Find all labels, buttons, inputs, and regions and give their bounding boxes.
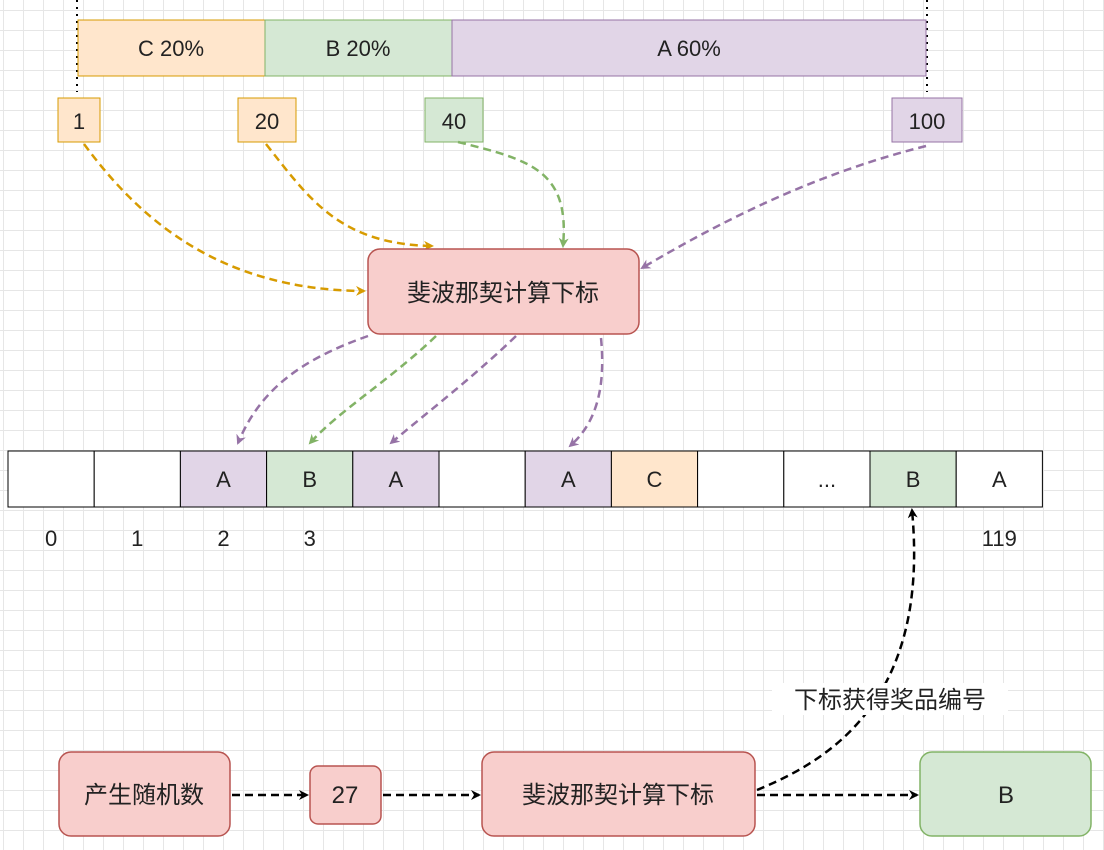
probability-bar: C 20% B 20% A 60% [77, 19, 927, 77]
marker-20: 20 [237, 97, 297, 143]
array-cell-label: A [389, 467, 404, 492]
array-cell: A [524, 450, 612, 508]
edge-label-text: 下标获得奖品编号 [794, 686, 986, 714]
marker-20-label: 20 [255, 109, 279, 134]
array-indices: 0 1 2 3 119 [45, 526, 1017, 551]
arrow-from-40 [457, 140, 569, 248]
output-arrows [236, 334, 604, 448]
prize-array: A B A A C... B A [7, 450, 1043, 508]
arrow-to-cell-4 [389, 335, 517, 445]
array-cell-label: B [302, 467, 317, 492]
array-cell [93, 450, 181, 508]
array-cell-label: B [906, 467, 921, 492]
array-cell: A [179, 450, 268, 508]
array-cell [438, 450, 526, 508]
arrow-from-20 [265, 143, 434, 251]
arrow-from-100 [640, 144, 927, 270]
marker-100: 100 [891, 97, 963, 143]
array-index-label: 3 [304, 526, 316, 551]
array-cell [7, 450, 95, 508]
marker-1-label: 1 [73, 109, 85, 134]
arrow-from-1 [82, 143, 366, 296]
array-cell: B [869, 450, 957, 508]
array-cell-label: C [647, 467, 663, 492]
random-value-label: 27 [332, 782, 359, 809]
array-cell: B [266, 450, 354, 508]
array-cell-label: A [992, 467, 1007, 492]
fibonacci-index-box-bottom: 斐波那契计算下标 [481, 751, 756, 837]
marker-40-label: 40 [442, 109, 466, 134]
array-cell [697, 450, 785, 508]
prob-segment-c: C 20% [77, 19, 266, 77]
array-index-label: 2 [217, 526, 229, 551]
arrow-to-cell-6 [568, 337, 604, 448]
array-cell-label: A [216, 467, 231, 492]
result-prize-box: B [919, 751, 1092, 837]
fibonacci-index-box: 斐波那契计算下标 [367, 248, 640, 335]
arrow-to-cell-3 [308, 335, 437, 445]
fibonacci-index-bottom-label: 斐波那契计算下标 [522, 781, 714, 809]
random-number-box: 产生随机数 [58, 751, 231, 837]
array-cell: ... [783, 450, 871, 508]
array-index-label: 1 [131, 526, 143, 551]
array-cell-label: A [561, 467, 576, 492]
result-prize-label: B [998, 782, 1014, 809]
prob-segment-a-label: A 60% [657, 36, 721, 61]
fibonacci-index-label: 斐波那契计算下标 [407, 279, 599, 307]
marker-1: 1 [57, 97, 101, 143]
arrow-fib-to-array [756, 508, 918, 792]
array-cell: C [610, 450, 699, 508]
random-number-label: 产生随机数 [84, 781, 204, 809]
marker-100-label: 100 [909, 109, 946, 134]
prob-segment-b-label: B 20% [326, 36, 391, 61]
input-arrows [82, 140, 927, 296]
marker-40: 40 [424, 97, 484, 143]
arrow-to-cell-2 [236, 334, 369, 445]
flow-arrows [232, 508, 919, 800]
range-bracket [76, 0, 928, 92]
prob-segment-c-label: C 20% [138, 36, 204, 61]
random-value-box: 27 [309, 765, 382, 825]
boundary-markers: 1 20 40 100 [57, 97, 963, 143]
array-cell: A [352, 450, 440, 508]
array-index-label: 0 [45, 526, 57, 551]
array-cell: A [955, 450, 1043, 508]
prob-segment-b: B 20% [264, 19, 453, 77]
array-index-label: 119 [982, 526, 1017, 551]
array-cell-label: ... [818, 467, 836, 492]
prob-segment-a: A 60% [451, 19, 927, 77]
edge-label: 下标获得奖品编号 [772, 683, 1008, 715]
